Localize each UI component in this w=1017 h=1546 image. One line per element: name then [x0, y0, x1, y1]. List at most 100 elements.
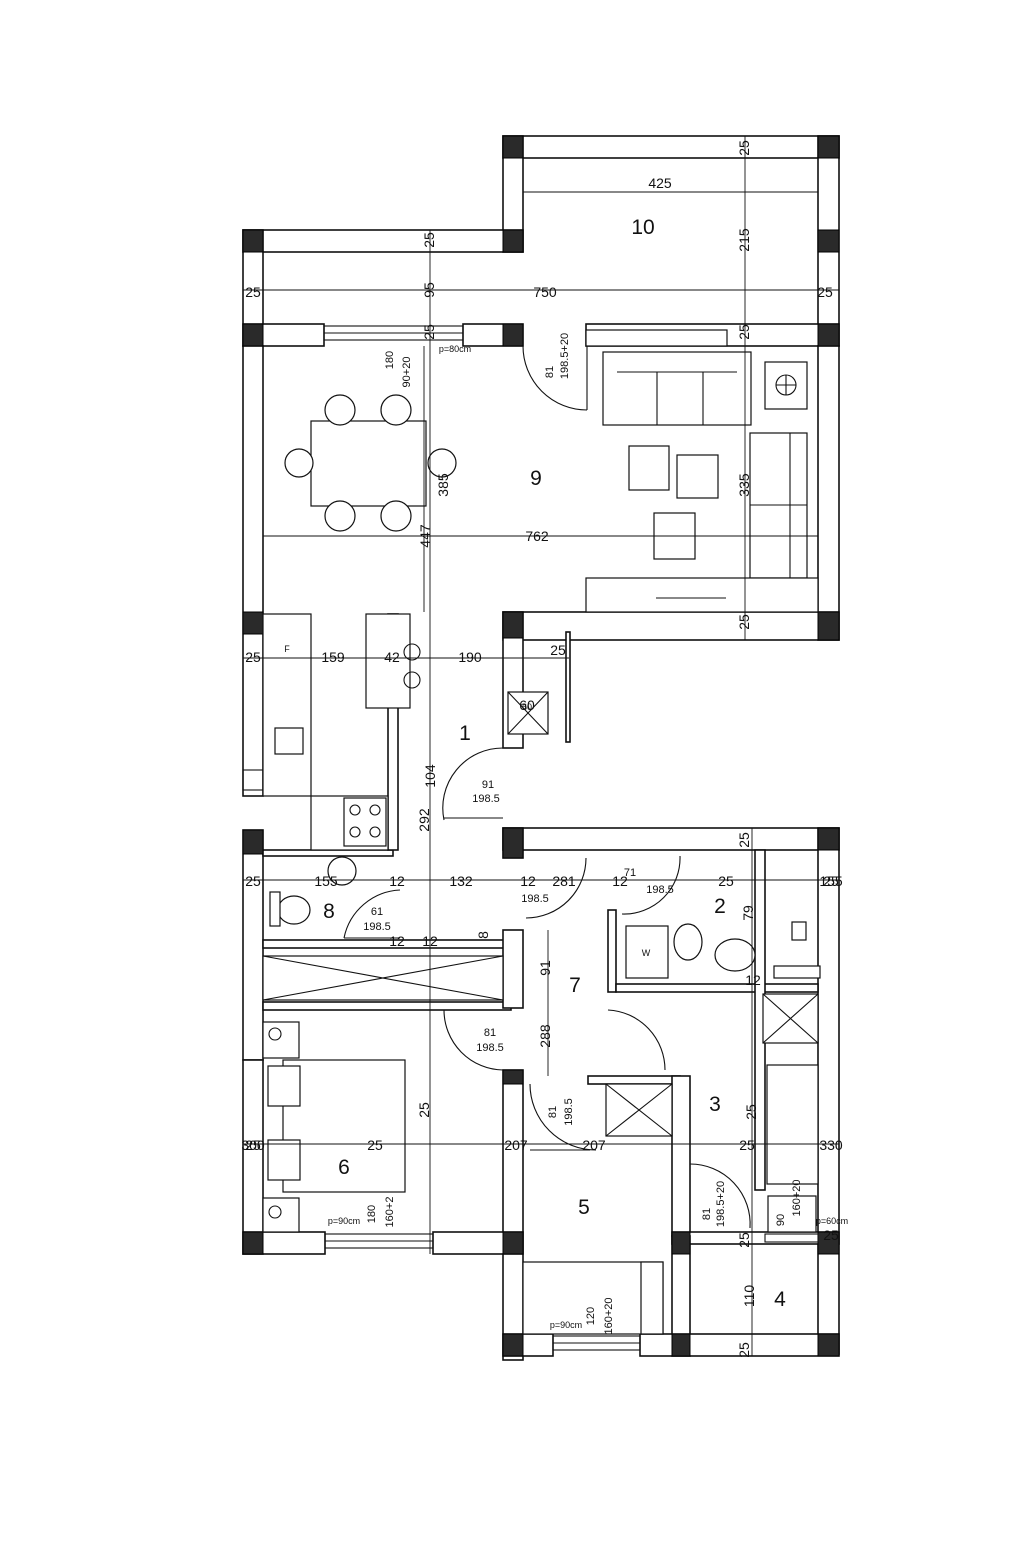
dimension-label-14: 42: [384, 649, 400, 665]
dimension-label-39: 25: [736, 1232, 752, 1248]
door-dimension-label-1: 198.5+20: [559, 333, 571, 379]
dimension-label-19: 292: [416, 808, 432, 832]
door-dimension-label-14: 198.5: [563, 1098, 575, 1126]
dimension-label-20: 25: [245, 873, 261, 889]
dimension-label-45: 25: [245, 1137, 261, 1153]
room-label-1: 9: [530, 467, 542, 490]
door-dimension-label-8: 198.5: [521, 893, 549, 905]
dimension-label-21: 155: [314, 873, 338, 889]
door-dimension-label-7: 198.5: [363, 921, 391, 933]
dimension-label-42: 25: [736, 324, 752, 340]
dimension-label-12: 25: [245, 649, 261, 665]
door-dimension-label-17: 90: [775, 1214, 787, 1226]
door-dimension-label-18: 160+20: [791, 1179, 803, 1216]
tag-label-4: F: [284, 644, 290, 654]
dimension-label-32: 207: [504, 1137, 528, 1153]
dimension-label-9: 447: [417, 524, 433, 548]
door-dimension-label-6: 61: [371, 906, 383, 918]
dimension-label-0: 425: [648, 175, 672, 191]
dimension-label-5: 25: [245, 284, 261, 300]
dimension-label-38: 25: [736, 832, 752, 848]
dimension-label-23: 281: [552, 873, 576, 889]
room-label-7: 6: [338, 1156, 350, 1179]
door-dimension-label-3: 90+20: [401, 357, 413, 388]
door-dimension-label-5: 198.5: [472, 793, 500, 805]
door-dimension-label-22: 160+20: [603, 1297, 615, 1334]
dimension-label-10: 335: [736, 473, 752, 497]
room-label-2: 1: [459, 722, 471, 745]
dimension-label-31: 25: [367, 1137, 383, 1153]
dimension-label-1: 215: [736, 228, 752, 252]
door-dimension-label-19: 180: [366, 1205, 378, 1223]
dimension-label-30: 300: [241, 1137, 265, 1153]
door-dimension-label-11: 81: [484, 1027, 496, 1039]
door-dimension-label-2: 180: [384, 351, 396, 369]
dimension-label-11: 762: [525, 528, 549, 544]
dimension-label-37: 110: [741, 1285, 757, 1308]
dimension-label-28: 288: [537, 1024, 553, 1048]
dimension-label-36: 25: [416, 1102, 432, 1118]
dimension-label-4: 750: [533, 284, 557, 300]
dimension-label-17: 60: [519, 697, 535, 713]
door-dimension-label-21: 120: [585, 1307, 597, 1325]
room-label-4: 8: [323, 900, 335, 923]
dimension-label-47: 12: [612, 873, 628, 889]
dimension-label-49: 12: [389, 933, 405, 949]
dimension-label-44: 25: [823, 1227, 839, 1243]
dimension-label-51: 8: [475, 931, 491, 939]
door-dimension-label-9: 71: [624, 867, 636, 879]
dimension-label-33: 207: [582, 1137, 606, 1153]
furniture: [262, 329, 821, 1335]
door-dimension-label-12: 198.5: [476, 1042, 504, 1054]
dimension-label-13: 159: [321, 649, 345, 665]
columns: [242, 135, 840, 1357]
dimension-label-16: 25: [550, 642, 566, 658]
door-dimension-label-16: 198.5+20: [715, 1181, 727, 1227]
door-dimension-label-4: 91: [482, 779, 494, 791]
dimension-label-8: 385: [435, 473, 451, 497]
tag-label-1: p=90cm: [328, 1216, 360, 1226]
room-label-6: 3: [709, 1093, 721, 1116]
dimension-label-52: 25: [823, 873, 839, 889]
dimension-label-27: 91: [537, 960, 553, 976]
dimension-label-3: 95: [421, 282, 437, 298]
door-dimension-label-10: 198.5: [646, 884, 674, 896]
room-label-3: 2: [714, 895, 726, 918]
dimension-label-41: 25: [421, 324, 437, 340]
tag-label-5: W: [642, 948, 651, 958]
dimension-label-7: 25: [421, 232, 437, 248]
room-label-0: 10: [631, 216, 654, 239]
door-dimension-label-15: 81: [701, 1208, 713, 1220]
dimension-label-22: 132: [449, 873, 473, 889]
room-label-8: 5: [578, 1196, 590, 1219]
dimension-label-53: 12: [745, 972, 761, 988]
dimension-label-24: 25: [718, 873, 734, 889]
doors: [343, 345, 751, 1229]
door-dimension-label-20: 160+2: [384, 1197, 396, 1228]
tag-label-6: 60: [522, 702, 532, 712]
dimension-label-6: 25: [817, 284, 833, 300]
dimension-label-26: 79: [740, 905, 756, 921]
dimension-label-48: 12: [520, 873, 536, 889]
room-label-9: 4: [774, 1288, 786, 1311]
door-dimension-label-13: 81: [547, 1106, 559, 1118]
dimension-label-25: 155: [819, 873, 843, 889]
dimension-label-46: 12: [389, 873, 405, 889]
dimension-label-40: 25: [736, 1342, 752, 1358]
dimension-lines: [243, 136, 839, 1356]
dimension-label-2: 25: [736, 140, 752, 156]
door-dimension-label-0: 81: [544, 366, 556, 378]
dimension-label-35: 330: [819, 1137, 843, 1153]
dimension-label-43: 25: [736, 614, 752, 630]
tag-label-0: p=80cm: [439, 344, 471, 354]
dimension-label-29: 25: [743, 1104, 759, 1120]
dimension-label-18: 104: [422, 764, 438, 788]
tag-label-3: p=60cm: [816, 1216, 848, 1226]
dimension-label-34: 25: [739, 1137, 755, 1153]
